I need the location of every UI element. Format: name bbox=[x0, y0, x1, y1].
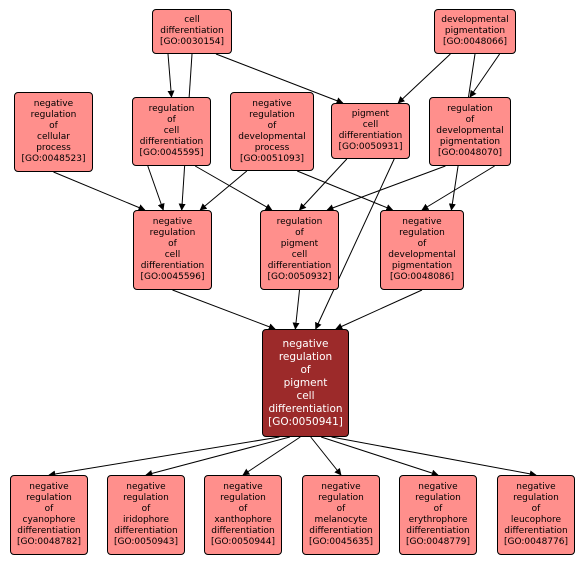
edge-n30154-to-n45595 bbox=[167, 53, 175, 98]
node-negative-regulation-of-iridophore-differentiation[interactable]: negative regulation of iridophore differ… bbox=[107, 475, 185, 555]
node-negative-regulation-of-cellular-process[interactable]: negative regulation of cellular process … bbox=[14, 92, 93, 172]
edge-n48086-to-n50941 bbox=[335, 289, 423, 330]
edge-n30154-to-n50931 bbox=[215, 53, 344, 104]
edge-n51093-to-n45596 bbox=[199, 170, 248, 211]
node-negative-regulation-of-erythrophore-differentiation[interactable]: negative regulation of erythrophore diff… bbox=[399, 475, 477, 555]
node-negative-regulation-of-melanocyte-differentiation[interactable]: negative regulation of melanocyte differ… bbox=[302, 475, 380, 555]
node-negative-regulation-of-developmental-pigmentation[interactable]: negative regulation of developmental pig… bbox=[380, 210, 464, 290]
edge-n48070-to-n50932 bbox=[326, 165, 446, 212]
edge-n51093-to-n48086 bbox=[297, 170, 394, 211]
node-negative-regulation-of-developmental-process[interactable]: negative regulation of developmental pro… bbox=[230, 92, 314, 171]
edge-n48066-to-n50931 bbox=[397, 53, 451, 104]
edge-n50931-to-n50941 bbox=[315, 158, 395, 330]
edge-n50941-to-n50944 bbox=[242, 436, 301, 476]
node-negative-regulation-of-cyanophore-differentiation[interactable]: negative regulation of cyanophore differ… bbox=[10, 475, 88, 555]
edge-n50941-to-n48779 bbox=[321, 436, 439, 477]
edge-n50941-to-n48782 bbox=[48, 436, 280, 478]
edge-n48523-to-n45596 bbox=[53, 171, 146, 211]
node-negative-regulation-of-xanthophore-differentiation[interactable]: negative regulation of xanthophore diffe… bbox=[204, 475, 282, 555]
node-pigment-cell-differentiation[interactable]: pigment cell differentiation [GO:0050931… bbox=[331, 103, 410, 159]
node-negative-regulation-of-leucophore-differentiation[interactable]: negative regulation of leucophore differ… bbox=[497, 475, 575, 555]
edge-n50941-to-n48776 bbox=[331, 436, 537, 478]
edge-n50941-to-n50943 bbox=[145, 436, 290, 477]
edge-n45596-to-n50941 bbox=[172, 289, 276, 331]
node-regulation-of-cell-differentiation[interactable]: regulation of cell differentiation [GO:0… bbox=[132, 97, 211, 166]
node-regulation-of-developmental-pigmentation[interactable]: regulation of developmental pigmentation… bbox=[429, 97, 511, 166]
edge-n50931-to-n50932 bbox=[299, 158, 348, 211]
edge-n48066-to-n48070 bbox=[469, 53, 501, 98]
edge-n48070-to-n48086 bbox=[421, 165, 495, 211]
edge-n50941-to-n45635 bbox=[310, 436, 342, 476]
node-developmental-pigmentation[interactable]: developmental pigmentation [GO:0048066] bbox=[434, 9, 516, 54]
node-negative-regulation-of-cell-differentiation[interactable]: negative regulation of cell differentiat… bbox=[133, 210, 212, 290]
node-regulation-of-pigment-cell-differentiation[interactable]: regulation of pigment cell differentiati… bbox=[260, 210, 339, 290]
edge-n50932-to-n50941 bbox=[292, 289, 300, 330]
node-cell-differentiation[interactable]: cell differentiation [GO:0030154] bbox=[152, 9, 232, 54]
node-negative-regulation-of-pigment-cell-differentiation[interactable]: negative regulation of pigment cell diff… bbox=[262, 329, 349, 437]
edge-n45595-to-n45596 bbox=[147, 165, 165, 211]
edge-n45595-to-n50932 bbox=[194, 165, 273, 211]
